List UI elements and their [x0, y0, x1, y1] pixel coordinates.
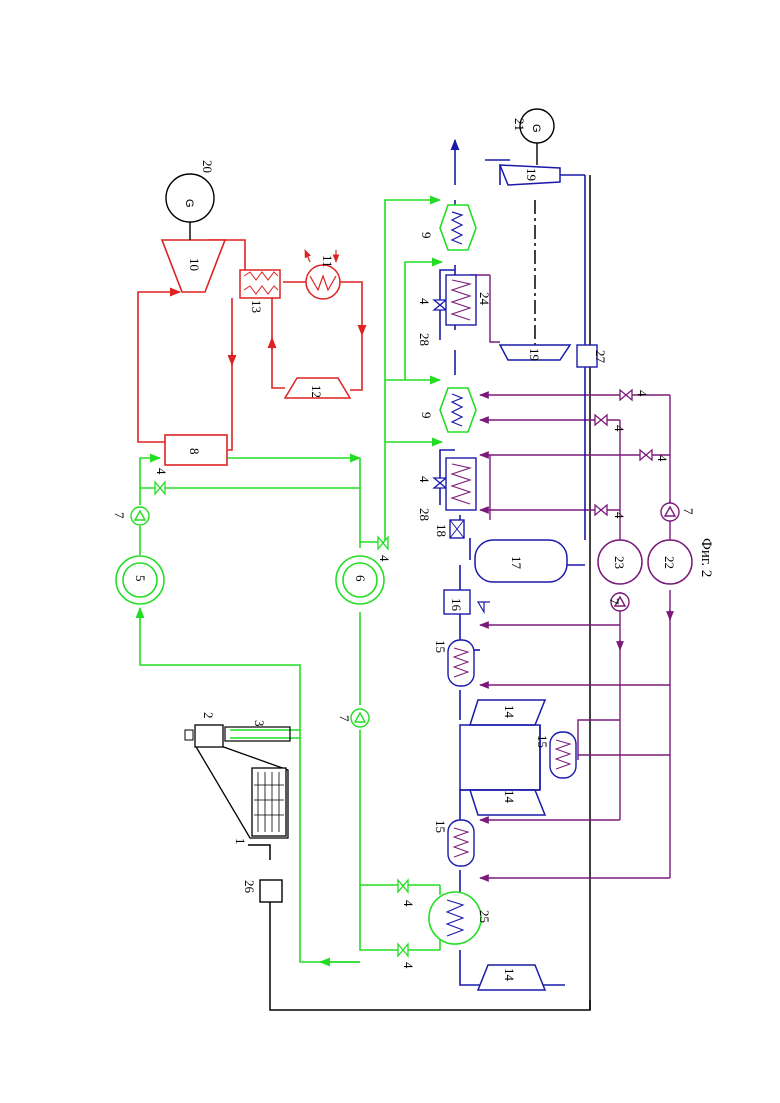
- svg-text:21: 21: [512, 118, 527, 131]
- svg-text:25: 25: [477, 910, 492, 923]
- svg-text:6: 6: [353, 575, 368, 582]
- svg-text:26: 26: [242, 880, 257, 894]
- svg-text:9: 9: [419, 232, 434, 239]
- svg-text:12: 12: [309, 385, 324, 398]
- svg-text:4: 4: [154, 468, 169, 475]
- svg-text:14: 14: [502, 968, 517, 982]
- svg-text:15: 15: [433, 820, 448, 833]
- svg-text:15: 15: [433, 640, 448, 653]
- svg-text:G: G: [530, 124, 542, 133]
- svg-text:15: 15: [535, 735, 550, 748]
- svg-text:23: 23: [612, 556, 627, 569]
- svg-text:4: 4: [612, 512, 627, 519]
- svg-text:3: 3: [252, 720, 267, 727]
- svg-text:4: 4: [401, 900, 416, 907]
- recuperator-13: [240, 270, 280, 298]
- valve-icon: [595, 390, 652, 515]
- svg-text:17: 17: [509, 556, 524, 570]
- svg-text:5: 5: [133, 575, 148, 582]
- svg-text:22: 22: [662, 556, 677, 569]
- svg-text:28: 28: [417, 508, 432, 521]
- svg-text:8: 8: [187, 448, 202, 455]
- svg-text:7: 7: [607, 598, 622, 605]
- svg-text:4: 4: [635, 390, 650, 397]
- solar-collector: [185, 725, 290, 838]
- svg-text:4: 4: [417, 476, 432, 483]
- svg-text:4: 4: [377, 555, 392, 562]
- heat-exchanger-25: [429, 892, 481, 944]
- svg-text:4: 4: [417, 298, 432, 305]
- svg-text:4: 4: [612, 425, 627, 432]
- svg-text:4: 4: [401, 962, 416, 969]
- unit-26: [260, 880, 282, 902]
- svg-text:13: 13: [249, 300, 264, 313]
- svg-text:18: 18: [434, 524, 449, 537]
- svg-text:4: 4: [655, 455, 670, 462]
- svg-text:1: 1: [233, 838, 248, 845]
- svg-text:20: 20: [200, 160, 215, 173]
- svg-text:7: 7: [681, 508, 696, 515]
- svg-text:G: G: [183, 199, 195, 208]
- svg-text:9: 9: [419, 412, 434, 419]
- green-circuit: [140, 200, 442, 962]
- svg-text:19: 19: [524, 168, 539, 181]
- svg-text:7: 7: [112, 512, 127, 519]
- svg-text:14: 14: [502, 705, 517, 719]
- svg-text:28: 28: [417, 333, 432, 346]
- svg-text:24: 24: [477, 292, 492, 306]
- svg-text:2: 2: [201, 712, 216, 719]
- figure-caption: Фиг. 2: [698, 538, 714, 577]
- svg-text:16: 16: [449, 598, 464, 612]
- unit-18: [450, 520, 464, 538]
- pump-icon: [131, 507, 369, 727]
- svg-text:14: 14: [502, 790, 517, 804]
- svg-text:10: 10: [187, 258, 202, 271]
- svg-text:7: 7: [337, 715, 352, 722]
- svg-text:27: 27: [593, 350, 608, 364]
- svg-text:19: 19: [527, 348, 542, 361]
- svg-text:11: 11: [320, 255, 335, 268]
